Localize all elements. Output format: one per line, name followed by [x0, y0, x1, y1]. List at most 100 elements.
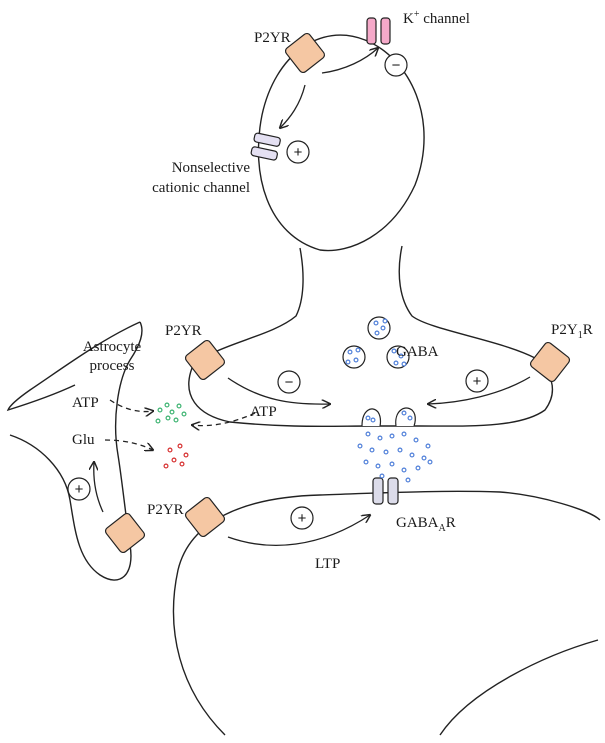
label-astrocyte: Astrocyte	[83, 339, 142, 355]
atp-molecule	[157, 407, 163, 413]
atp-dots	[155, 402, 187, 424]
svg-text:−: −	[392, 57, 401, 74]
nonselective-cationic-channel	[250, 132, 281, 161]
gaba-molecule	[370, 417, 376, 423]
p2yr-bottom-receptor	[184, 496, 226, 538]
glu-molecule	[183, 452, 189, 458]
gaba-molecule	[393, 360, 399, 366]
arrow-p2yr-to-k-channel	[321, 48, 378, 74]
label-atp-right: ATP	[250, 404, 277, 420]
atp-molecule	[176, 403, 182, 409]
gaba-molecule	[401, 410, 407, 416]
glu-molecule	[167, 447, 173, 453]
atp-molecule	[155, 418, 161, 424]
minus-sign-mid: −	[277, 370, 301, 394]
p2yr-top-receptor	[284, 32, 326, 74]
gaba-molecule	[365, 415, 371, 421]
gaba-molecule	[374, 330, 380, 336]
label-gaba: GABA	[396, 344, 439, 360]
atp-molecule	[181, 411, 187, 417]
atp-molecule	[173, 417, 179, 423]
gaba-molecule	[389, 461, 395, 467]
arrow-astrocyte-up	[94, 462, 104, 513]
gaba-molecule	[383, 449, 389, 455]
label-p2y1r: P2Y1R	[551, 322, 593, 341]
atp-molecule	[165, 415, 171, 421]
arrow-atp-from-presynapse	[192, 412, 256, 426]
gaba-molecule	[409, 452, 415, 458]
arrow-p2yr-bottom-to-gabaa	[227, 515, 370, 546]
gaba-molecule	[425, 443, 431, 449]
gaba-molecule	[415, 465, 421, 471]
plus-sign-astrocyte: +	[67, 477, 91, 501]
gaba-molecule	[353, 357, 359, 363]
label-atp-left: ATP	[72, 395, 99, 411]
gaba-molecule	[401, 361, 407, 367]
arrow-p2yr-mid-to-vesicles	[227, 377, 330, 404]
gaba-molecule	[391, 348, 397, 354]
gaba-molecule	[405, 477, 411, 483]
p2yr-mid-receptor	[184, 339, 226, 381]
plus-sign-ltp: +	[290, 506, 314, 530]
gaba-molecule	[407, 415, 413, 421]
label-glu: Glu	[72, 432, 95, 448]
label-p2yr-mid: P2YR	[165, 323, 202, 339]
svg-text:−: −	[285, 374, 294, 391]
gaba-molecule	[427, 459, 433, 465]
gaba-dots	[345, 318, 433, 483]
label-nonselective: Nonselective	[172, 160, 251, 176]
atp-molecule	[169, 409, 175, 415]
postsynaptic-outline-right	[439, 639, 599, 736]
plus-sign-cationic-channel: +	[286, 140, 310, 164]
gaba-molecule	[355, 347, 361, 353]
p2y1r-receptor	[529, 341, 571, 383]
plus-sign-p2y1r: +	[465, 369, 489, 393]
glu-molecule	[163, 463, 169, 469]
label-p2yr-bottom: P2YR	[147, 502, 184, 518]
svg-text:+: +	[75, 481, 84, 498]
presynaptic-terminal-outline	[257, 34, 425, 252]
svg-text:+: +	[294, 144, 303, 161]
astrocyte-p2yr-receptor	[104, 512, 146, 554]
minus-sign-k-channel: −	[384, 53, 408, 77]
gaba-molecule	[373, 320, 379, 326]
arrow-atp-release	[109, 399, 153, 412]
arrow-p2y1r-to-vesicles	[428, 376, 531, 404]
glu-molecule	[179, 461, 185, 467]
gaba-molecule	[375, 463, 381, 469]
postsynaptic-outline	[172, 490, 601, 736]
gaba-molecule	[357, 443, 363, 449]
gaba-molecule	[398, 353, 404, 359]
gaba-molecule	[382, 318, 388, 324]
gaba-molecule	[365, 431, 371, 437]
arrow-glu-release	[104, 439, 153, 450]
gaba-molecule	[397, 447, 403, 453]
label-process: process	[90, 358, 135, 374]
k-channel	[366, 17, 391, 45]
svg-text:+: +	[473, 373, 482, 390]
gaba-molecule	[401, 467, 407, 473]
gaba-molecule	[389, 433, 395, 439]
gaba-molecule	[401, 431, 407, 437]
label-k-channel: K+ channel	[403, 9, 470, 27]
gabaa-receptor	[372, 477, 399, 505]
arrow-p2yr-to-cationic-channel	[280, 84, 306, 128]
glu-dots	[163, 443, 189, 469]
label-gabaar: GABAAR	[396, 515, 456, 534]
label-ltp: LTP	[315, 556, 340, 572]
gaba-molecule	[380, 325, 386, 331]
glu-molecule	[171, 457, 177, 463]
label-p2yr-top: P2YR	[254, 30, 291, 46]
glu-molecule	[177, 443, 183, 449]
gaba-molecule	[413, 437, 419, 443]
gaba-molecule	[369, 447, 375, 453]
label-cationic-channel: cationic channel	[152, 180, 250, 196]
gaba-molecule	[379, 473, 385, 479]
gaba-molecule	[421, 455, 427, 461]
gaba-molecule	[363, 459, 369, 465]
gaba-molecule	[377, 435, 383, 441]
atp-molecule	[164, 402, 170, 408]
gaba-molecule	[347, 349, 353, 355]
